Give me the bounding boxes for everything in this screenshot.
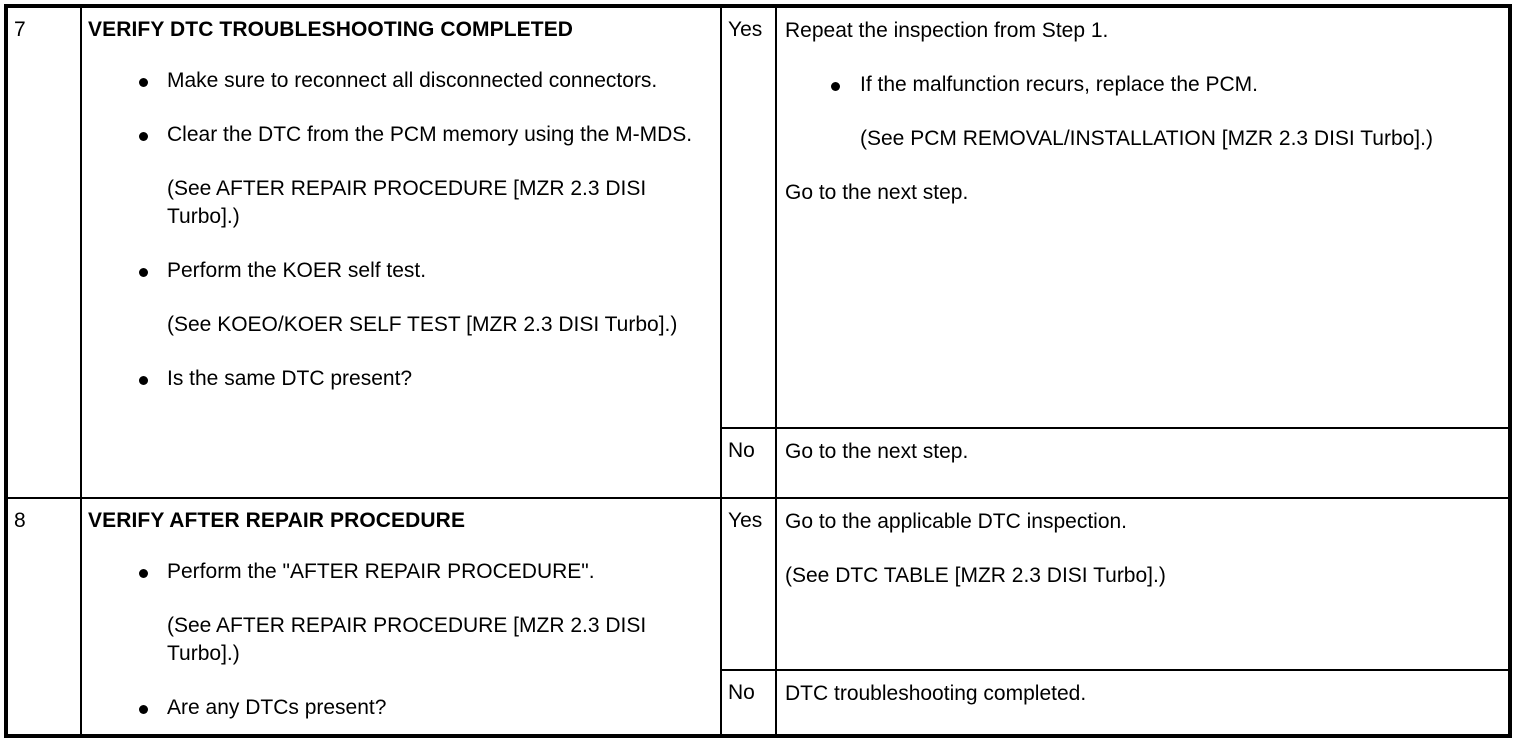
- dtc-troubleshooting-table: 7 VERIFY DTC TROUBLESHOOTING COMPLETED M…: [4, 4, 1512, 738]
- step-description-cell: VERIFY DTC TROUBLESHOOTING COMPLETED Mak…: [82, 8, 722, 497]
- table-row: 8 VERIFY AFTER REPAIR PROCEDURE Perform …: [8, 497, 1508, 736]
- answer-content: Go to the applicable DTC inspection. (Se…: [777, 499, 1508, 669]
- step-number: 7: [14, 18, 26, 41]
- reference-note: (See AFTER REPAIR PROCEDURE [MZR 2.3 DIS…: [167, 614, 647, 666]
- step-number-cell: 7: [8, 8, 82, 497]
- list-item: Is the same DTC present?: [88, 365, 712, 393]
- step-content: Make sure to reconnect all disconnected …: [88, 67, 712, 392]
- answers-cell: Yes Repeat the inspection from Step 1. I…: [722, 8, 1508, 497]
- answer-text: Go to the applicable DTC inspection.: [785, 510, 1128, 533]
- answer-branch-no: No DTC troubleshooting completed.: [722, 669, 1508, 736]
- step-description-cell: VERIFY AFTER REPAIR PROCEDURE Perform th…: [82, 499, 722, 734]
- answer-text: DTC troubleshooting completed.: [785, 682, 1087, 705]
- answer-sublist: If the malfunction recurs, replace the P…: [785, 71, 1498, 207]
- step-number: 8: [14, 509, 26, 532]
- answer-branch-yes: Yes Go to the applicable DTC inspection.…: [722, 499, 1508, 669]
- answer-content: DTC troubleshooting completed.: [777, 671, 1508, 736]
- answer-label-yes: Yes: [722, 8, 777, 427]
- answer-text: Go to the next step.: [785, 180, 969, 204]
- step-number-cell: 8: [8, 499, 82, 734]
- answer-label-no: No: [722, 429, 777, 497]
- table-row: 7 VERIFY DTC TROUBLESHOOTING COMPLETED M…: [8, 8, 1508, 497]
- list-item: If the malfunction recurs, replace the P…: [785, 71, 1498, 99]
- step-title: VERIFY AFTER REPAIR PROCEDURE: [88, 509, 466, 532]
- reference-note: (See DTC TABLE [MZR 2.3 DISI Turbo].): [785, 563, 1166, 587]
- answer-branch-yes: Yes Repeat the inspection from Step 1. I…: [722, 8, 1508, 427]
- answer-text: Repeat the inspection from Step 1.: [785, 19, 1109, 42]
- answer-label-no: No: [722, 671, 777, 736]
- list-item: Are any DTCs present?: [88, 694, 712, 722]
- list-item: Perform the KOER self test.: [88, 257, 712, 285]
- answer-content: Repeat the inspection from Step 1. If th…: [777, 8, 1508, 427]
- step-content: Perform the "AFTER REPAIR PROCEDURE". (S…: [88, 558, 712, 722]
- reference-note: (See PCM REMOVAL/INSTALLATION [MZR 2.3 D…: [860, 126, 1433, 150]
- answer-label-yes: Yes: [722, 499, 777, 669]
- reference-note: (See AFTER REPAIR PROCEDURE [MZR 2.3 DIS…: [167, 177, 647, 229]
- answers-cell: Yes Go to the applicable DTC inspection.…: [722, 499, 1508, 736]
- list-item: Clear the DTC from the PCM memory using …: [88, 121, 712, 149]
- answer-content: Go to the next step.: [777, 429, 1508, 497]
- answer-branch-no: No Go to the next step.: [722, 427, 1508, 497]
- answer-text: Go to the next step.: [785, 440, 969, 463]
- step-title: VERIFY DTC TROUBLESHOOTING COMPLETED: [88, 18, 574, 41]
- reference-note: (See KOEO/KOER SELF TEST [MZR 2.3 DISI T…: [167, 312, 678, 336]
- list-item: Perform the "AFTER REPAIR PROCEDURE".: [88, 558, 712, 586]
- list-item: Make sure to reconnect all disconnected …: [88, 67, 712, 95]
